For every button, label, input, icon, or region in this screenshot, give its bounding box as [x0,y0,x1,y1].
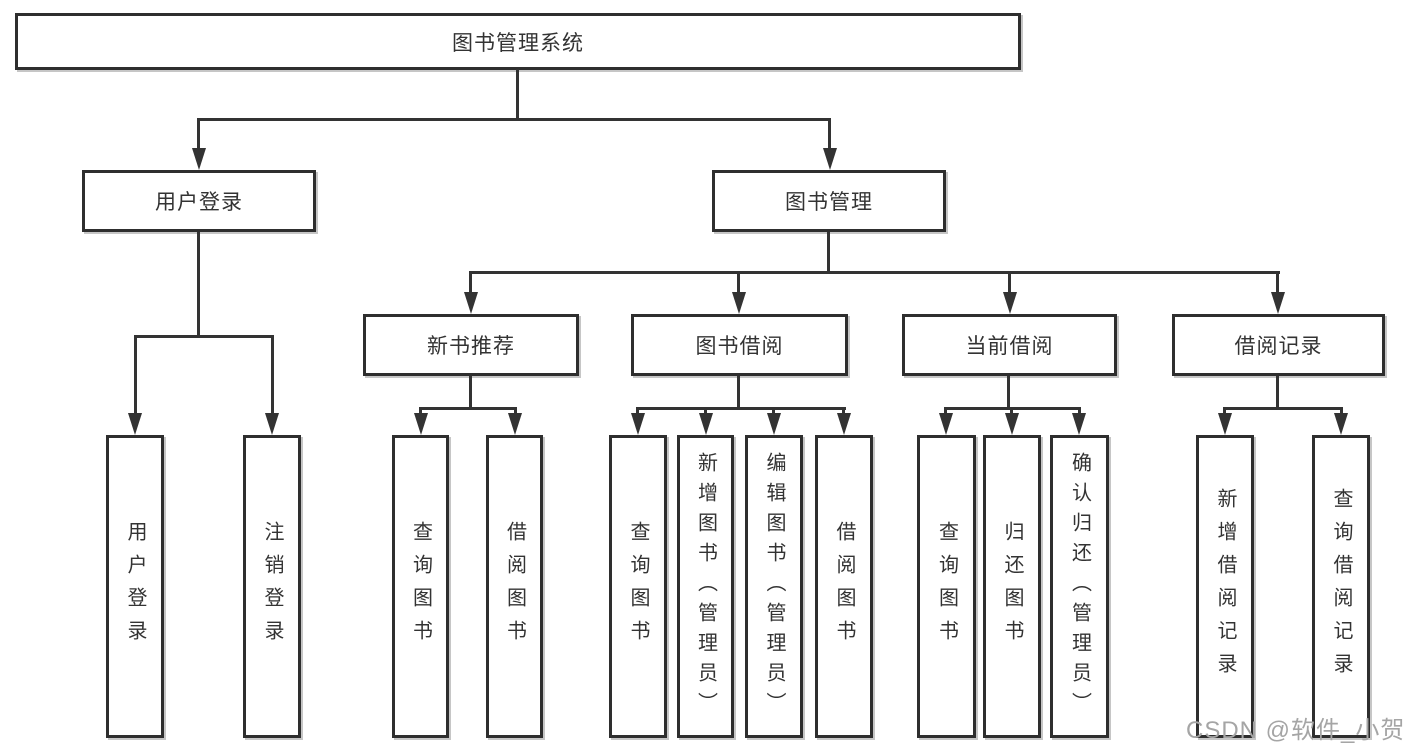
connector-line [842,407,845,415]
connector-line [1276,271,1279,294]
arrowhead [1072,413,1086,435]
arrowhead [837,413,851,435]
node-label: 查询图书 [409,520,432,653]
connector-line [134,335,137,415]
node-label: 查询图书 [935,520,958,653]
connector-line [1276,376,1279,409]
leaf-add-book-admin: 新增图书（管理员） [677,435,734,738]
arrowhead [631,413,645,435]
connector-line [1223,407,1343,410]
connector-line [1078,407,1081,415]
leaf-return-book: 归还图书 [983,435,1041,738]
node-library-management-system: 图书管理系统 [15,13,1021,70]
node-label: 新增借阅记录 [1214,487,1236,686]
arrowhead [732,292,746,314]
connector-line [469,271,472,294]
arrowhead [699,413,713,435]
node-book-management: 图书管理 [712,170,946,232]
node-label: 查询借阅记录 [1330,487,1352,686]
node-label: 借阅图书 [833,520,855,653]
leaf-borrow-books: 借阅图书 [815,435,873,738]
node-label: 图书管理系统 [452,31,584,55]
connector-line [704,407,707,415]
node-label: 新增图书（管理员） [694,451,717,722]
node-borrowing-records: 借阅记录 [1172,314,1385,376]
node-label: 当前借阅 [965,335,1054,358]
connector-line [772,407,775,415]
arrowhead [1218,413,1232,435]
connector-line [470,271,1280,274]
node-label: 用户登录 [124,520,146,653]
connector-line [419,407,422,415]
node-label: 归还图书 [1001,520,1023,653]
node-label: 借阅记录 [1234,335,1323,358]
arrowhead [823,148,837,170]
leaf-add-borrow-record: 新增借阅记录 [1196,435,1254,738]
node-label: 编辑图书（管理员） [763,451,785,722]
arrowhead [464,292,478,314]
arrowhead [939,413,953,435]
node-new-book-recommendation: 新书推荐 [363,314,579,376]
leaf-query-books: 查询图书 [392,435,449,738]
connector-line [1010,407,1013,415]
leaf-borrow-books: 借阅图书 [486,435,543,738]
connector-line [516,69,519,120]
csdn-watermark: CSDN @软件_小贺同学 [1186,717,1405,744]
connector-line [944,407,947,415]
arrowhead [1005,413,1019,435]
leaf-edit-book-admin: 编辑图书（管理员） [745,435,803,738]
connector-line [828,118,831,150]
node-book-borrowing: 图书借阅 [631,314,848,376]
arrowhead [128,413,142,435]
arrowhead [265,413,279,435]
connector-line [737,376,740,409]
arrowhead [1271,292,1285,314]
arrowhead [508,413,522,435]
connector-line [197,232,200,337]
node-label: 用户登录 [155,191,243,214]
connector-line [198,118,831,121]
node-label: 查询图书 [627,520,649,653]
node-user-login: 用户登录 [82,170,316,232]
connector-line [1007,376,1010,409]
leaf-query-books: 查询图书 [609,435,667,738]
node-label: 确认归还（管理员） [1068,451,1091,722]
connector-line [514,407,517,415]
arrowhead [192,148,206,170]
node-label: 注销登录 [261,520,283,653]
connector-line [271,335,274,415]
leaf-query-borrow-record: 查询借阅记录 [1312,435,1370,738]
connector-line [636,407,846,410]
leaf-query-books: 查询图书 [917,435,976,738]
connector-line [419,407,517,410]
connector-line [1340,407,1343,415]
node-label: 图书管理 [785,191,873,214]
arrowhead [1334,413,1348,435]
connector-line [1223,407,1226,415]
leaf-user-login: 用户登录 [106,435,164,738]
node-label: 新书推荐 [427,335,515,358]
connector-line [827,232,830,273]
arrowhead [414,413,428,435]
connector-line [636,407,639,415]
connector-line [197,118,200,150]
node-current-borrowing: 当前借阅 [902,314,1117,376]
arrowhead [767,413,781,435]
connector-line [1008,271,1011,294]
arrowhead [1003,292,1017,314]
leaf-confirm-return-admin: 确认归还（管理员） [1050,435,1109,738]
connector-line [134,335,274,338]
connector-line [469,376,472,409]
node-label: 借阅图书 [503,520,526,653]
node-label: 图书借阅 [695,335,784,358]
connector-line [737,271,740,294]
leaf-logout: 注销登录 [243,435,301,738]
